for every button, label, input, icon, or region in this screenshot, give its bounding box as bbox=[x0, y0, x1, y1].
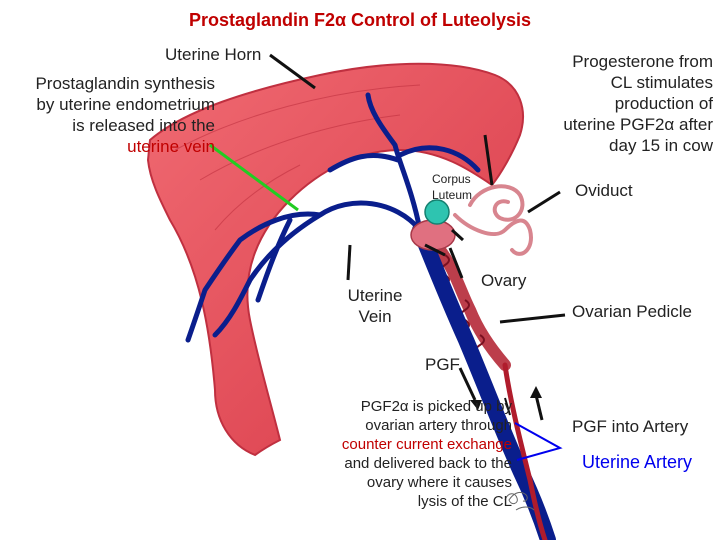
label-uterine-vein-line-1: Uterine bbox=[347, 286, 403, 305]
label-progesterone-line-3: production of bbox=[614, 94, 713, 113]
label-synthesis-line-4: uterine vein bbox=[127, 137, 215, 156]
label-pickup-line-2: ovarian artery through bbox=[365, 417, 512, 434]
ovary bbox=[410, 219, 456, 251]
label-pickup: PGF2α is picked up by ovarian artery thr… bbox=[310, 397, 512, 511]
label-progesterone: Progesterone from CL stimulates producti… bbox=[520, 51, 713, 156]
label-pgf: PGF bbox=[425, 355, 460, 374]
label-corpus-luteum: Corpus Luteum bbox=[432, 171, 472, 203]
ovarian-pedicle bbox=[434, 244, 511, 371]
uterine-horn-texture bbox=[174, 84, 421, 231]
pgf-into-artery-arrow bbox=[534, 394, 544, 421]
uterine-artery-pointer bbox=[514, 422, 563, 461]
label-pickup-line-3: counter current exchange bbox=[341, 436, 512, 453]
artist-signature bbox=[504, 491, 535, 511]
label-pgf-into-artery: PGF into Artery bbox=[572, 417, 689, 436]
pointer-corpus-luteum bbox=[450, 228, 465, 242]
label-ovarian-pedicle: Ovarian Pedicle bbox=[572, 302, 693, 321]
label-pickup-line-4: and delivered back to the bbox=[344, 455, 512, 472]
corpus-luteum bbox=[424, 199, 450, 225]
label-uterine-vein: Uterine Vein bbox=[340, 285, 410, 327]
pointer-progesterone bbox=[483, 134, 494, 186]
pointer-uterine-horn bbox=[269, 53, 316, 90]
pointer-ovarian-pedicle bbox=[499, 313, 566, 324]
uterine-horn bbox=[146, 62, 524, 457]
label-synthesis-line-3: is released into the bbox=[72, 116, 215, 135]
pointer-uterine-vein bbox=[346, 244, 352, 281]
label-synthesis-line-1: Prostaglandin synthesis bbox=[35, 74, 215, 93]
label-progesterone-line-2: CL stimulates bbox=[610, 73, 713, 92]
pgf-into-artery-arrow-2 bbox=[504, 397, 511, 416]
oviduct bbox=[453, 184, 533, 256]
label-corpus-luteum-line-1: Corpus bbox=[432, 172, 471, 186]
label-progesterone-line-4: uterine PGF2α after bbox=[563, 115, 713, 134]
label-oviduct: Oviduct bbox=[575, 181, 633, 200]
label-ovary: Ovary bbox=[481, 271, 527, 290]
pointer-uterine-vein-release bbox=[209, 143, 299, 212]
pointer-ovary-2 bbox=[448, 247, 464, 279]
label-lines bbox=[269, 53, 566, 324]
label-uterine-vein-line-2: Vein bbox=[358, 307, 392, 326]
label-synthesis-line-2: by uterine endometrium bbox=[36, 95, 215, 114]
uterine-artery bbox=[502, 362, 548, 540]
pointer-oviduct bbox=[527, 190, 561, 214]
label-corpus-luteum-line-2: Luteum bbox=[432, 188, 473, 202]
pgf-into-artery-arrowhead bbox=[530, 386, 542, 398]
label-uterine-horn: Uterine Horn bbox=[165, 45, 262, 64]
label-pickup-line-6: lysis of the CL bbox=[417, 493, 512, 510]
pgf-arrowhead bbox=[470, 400, 482, 410]
uterine-vein-branches bbox=[185, 92, 481, 343]
pgf-arrow bbox=[458, 367, 477, 401]
label-pickup-line-1: PGF2α is picked up by bbox=[360, 398, 512, 415]
label-synthesis: Prostaglandin synthesis by uterine endom… bbox=[20, 73, 215, 157]
pointer-ovary-1 bbox=[424, 243, 446, 257]
label-progesterone-line-1: Progesterone from bbox=[572, 52, 713, 71]
label-pickup-line-5: ovary where it causes bbox=[366, 474, 512, 491]
label-progesterone-line-5: day 15 in cow bbox=[609, 136, 713, 155]
label-uterine-artery: Uterine Artery bbox=[582, 452, 693, 472]
page-title: Prostaglandin F2α Control of Luteolysis bbox=[188, 10, 532, 30]
